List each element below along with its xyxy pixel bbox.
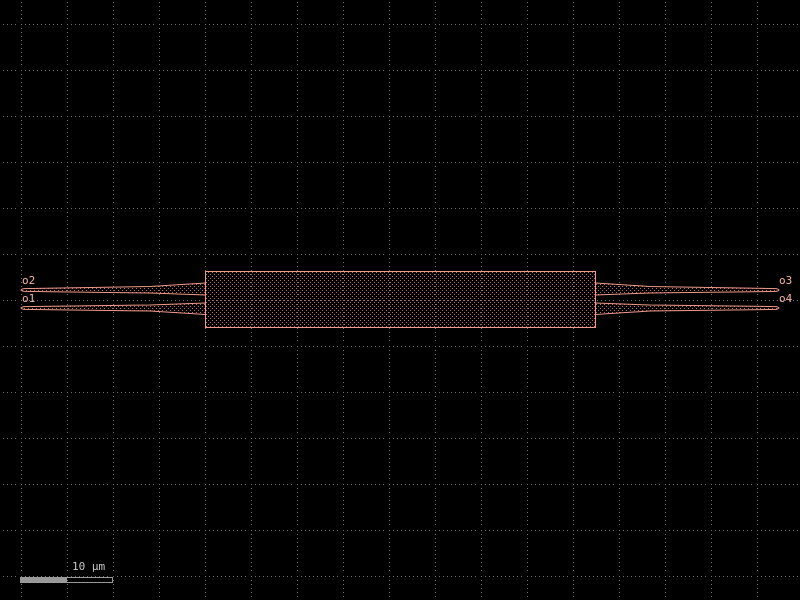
port-label-o3: o3 xyxy=(779,274,792,287)
taper-o3[interactable] xyxy=(595,282,780,296)
taper-o4[interactable] xyxy=(595,302,780,316)
scale-bar: 10 µm xyxy=(20,560,113,583)
taper-o2[interactable] xyxy=(20,282,206,296)
port-label-o2: o2 xyxy=(22,274,35,287)
port-label-o4: o4 xyxy=(779,292,793,305)
scale-bar-label: 10 µm xyxy=(72,560,105,573)
scale-bar-fill xyxy=(20,577,67,582)
mmi-component[interactable] xyxy=(20,271,780,328)
taper-o1[interactable] xyxy=(20,302,206,316)
scale-bar-outline xyxy=(20,577,113,583)
port-label-o1: o1 xyxy=(22,292,35,305)
mmi-body[interactable] xyxy=(205,271,596,328)
